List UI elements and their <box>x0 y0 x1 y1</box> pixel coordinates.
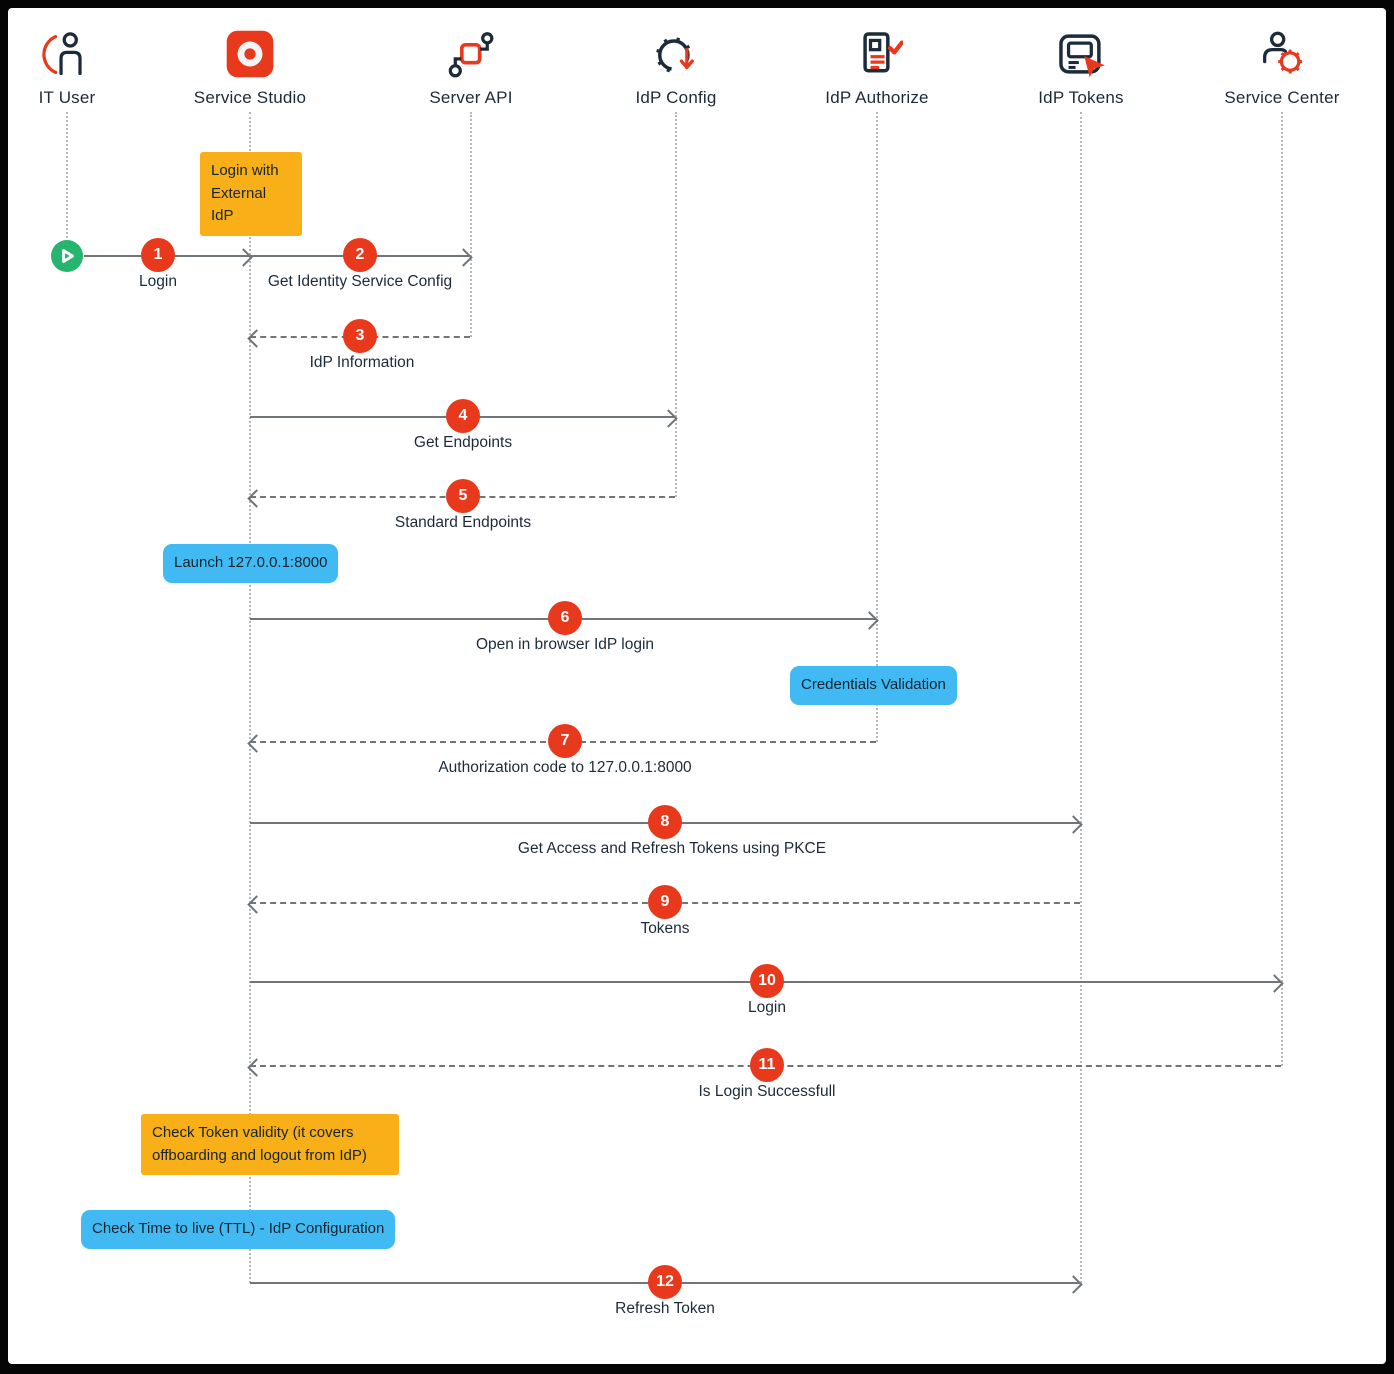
message-label: Login <box>139 273 177 290</box>
message-label: Get Endpoints <box>413 434 513 451</box>
message-label: Refresh Token <box>615 1300 715 1317</box>
note-check-token-validity: Check Token validity (it covers offboard… <box>141 1114 399 1175</box>
it-user-icon <box>41 28 93 80</box>
idp-authorize-icon <box>851 28 903 80</box>
lifeline-service-studio <box>249 112 251 1283</box>
actor-label: Service Studio <box>193 88 307 107</box>
step-badge: 2 <box>343 238 377 272</box>
step-badge: 4 <box>446 399 480 433</box>
message-label: Standard Endpoints <box>394 514 532 531</box>
lifeline-idp-tokens <box>1080 112 1082 1283</box>
actor-service-studio: Service Studio <box>165 22 335 108</box>
step-badge: 3 <box>343 319 377 353</box>
service-center-icon <box>1256 28 1308 80</box>
lifeline-idp-config <box>675 112 677 497</box>
message-label: Login <box>748 999 786 1016</box>
note-check-ttl: Check Time to live (TTL) - IdP Configura… <box>81 1210 396 1249</box>
actor-label: IdP Config <box>635 88 717 107</box>
note-credentials-validation: Credentials Validation <box>790 666 957 705</box>
message-label: Get Access and Refresh Tokens using PKCE <box>517 840 827 857</box>
actor-service-center: Service Center <box>1197 22 1367 108</box>
actor-idp-config: IdP Config <box>591 22 761 108</box>
message-label: Tokens <box>640 920 690 937</box>
actor-label: Server API <box>429 88 513 107</box>
step-badge: 10 <box>750 964 784 998</box>
step-badge: 11 <box>750 1048 784 1082</box>
lifeline-service-center <box>1281 112 1283 1066</box>
actor-label: IdP Tokens <box>1038 88 1124 107</box>
step-badge: 8 <box>648 805 682 839</box>
step-badge: 12 <box>648 1265 682 1299</box>
step-badge: 6 <box>548 601 582 635</box>
note-launch-localhost: Launch 127.0.0.1:8000 <box>163 544 339 583</box>
server-api-icon <box>445 28 497 80</box>
actor-label: IT User <box>38 88 96 107</box>
lifeline-idp-authorize <box>876 112 878 742</box>
actor-idp-authorize: IdP Authorize <box>792 22 962 108</box>
message-label: IdP Information <box>309 354 415 371</box>
step-badge: 7 <box>548 724 582 758</box>
message-label: Is Login Successfull <box>698 1083 836 1100</box>
flow-start-play-icon <box>51 240 83 272</box>
actor-idp-tokens: IdP Tokens <box>996 22 1166 108</box>
message-label: Get Identity Service Config <box>267 273 453 290</box>
lifeline-it-user <box>66 112 68 238</box>
idp-config-icon <box>650 28 702 80</box>
idp-tokens-icon <box>1055 28 1107 80</box>
step-badge: 5 <box>446 479 480 513</box>
actor-label: Service Center <box>1224 88 1340 107</box>
actor-label: IdP Authorize <box>825 88 929 107</box>
note-login-with-external-idp: Login with External IdP <box>200 152 302 236</box>
step-badge: 1 <box>141 238 175 272</box>
step-badge: 9 <box>648 885 682 919</box>
message-label: Open in browser IdP login <box>475 636 655 653</box>
lifeline-server-api <box>470 112 472 337</box>
actor-it-user: IT User <box>0 22 152 108</box>
actor-server-api: Server API <box>386 22 556 108</box>
message-label: Authorization code to 127.0.0.1:8000 <box>438 759 692 776</box>
service-studio-icon <box>224 28 276 80</box>
